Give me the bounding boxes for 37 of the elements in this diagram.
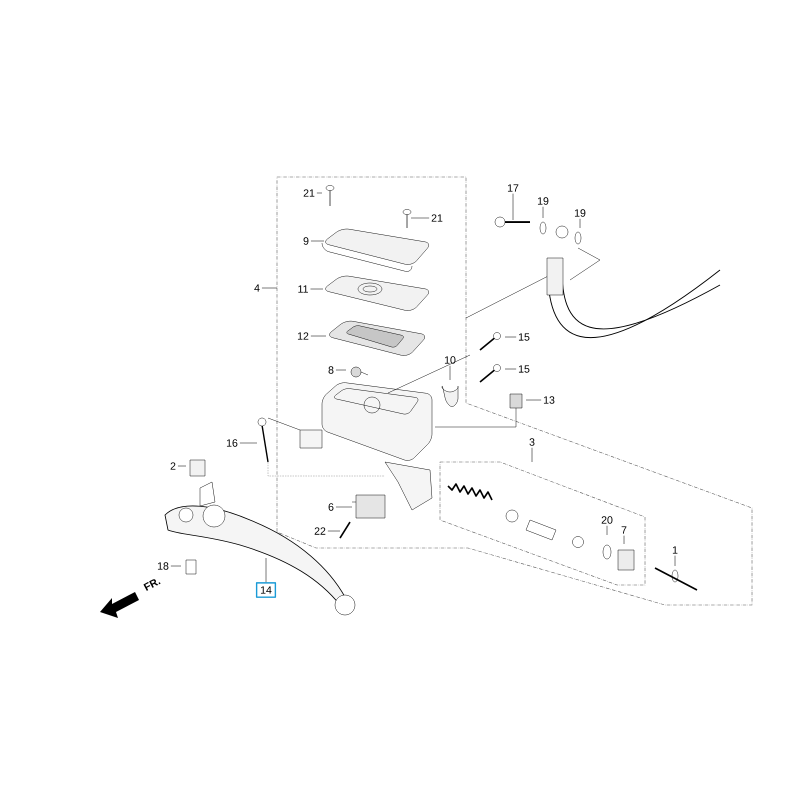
callout-number: 18 [158, 562, 168, 570]
leader-line [310, 288, 324, 290]
callout-number: 21 [304, 189, 314, 197]
callout-number: 21 [432, 214, 442, 222]
leader-line [240, 442, 258, 444]
callout-number: 9 [304, 237, 308, 245]
leader-line [504, 336, 516, 338]
callout-number: 16 [226, 439, 238, 447]
callout-number: 19 [574, 209, 586, 217]
boxed-callout-number: 14 [256, 582, 276, 598]
callout-number: 15 [518, 365, 530, 373]
direction-label: FR. [143, 579, 161, 591]
callout-number: 3 [529, 438, 534, 446]
callout-number: 2 [170, 462, 176, 470]
callout-number: 22 [314, 527, 326, 535]
leader-line [542, 206, 544, 218]
callout-number: 20 [602, 516, 612, 524]
callout-number: 12 [298, 332, 308, 340]
callout-number: 19 [538, 197, 548, 205]
callout-number: 4 [254, 284, 260, 292]
leader-line [674, 555, 676, 566]
callout-number: 1 [672, 546, 678, 554]
callout-number: 8 [328, 366, 334, 374]
leader-line [504, 368, 516, 370]
callout-number: 15 [518, 333, 530, 341]
callout-number: 17 [508, 184, 518, 192]
callout-number: 10 [444, 356, 456, 364]
leader-line [512, 193, 514, 220]
callout-number: 6 [328, 503, 334, 511]
leader-line [336, 506, 352, 508]
callout-number: 7 [622, 526, 626, 534]
leader-line [606, 525, 608, 536]
callout-number: 13 [544, 396, 554, 404]
callout-number: 11 [298, 285, 308, 293]
leader-line [316, 192, 322, 194]
leader-line [310, 240, 324, 242]
leader-line [328, 530, 340, 532]
